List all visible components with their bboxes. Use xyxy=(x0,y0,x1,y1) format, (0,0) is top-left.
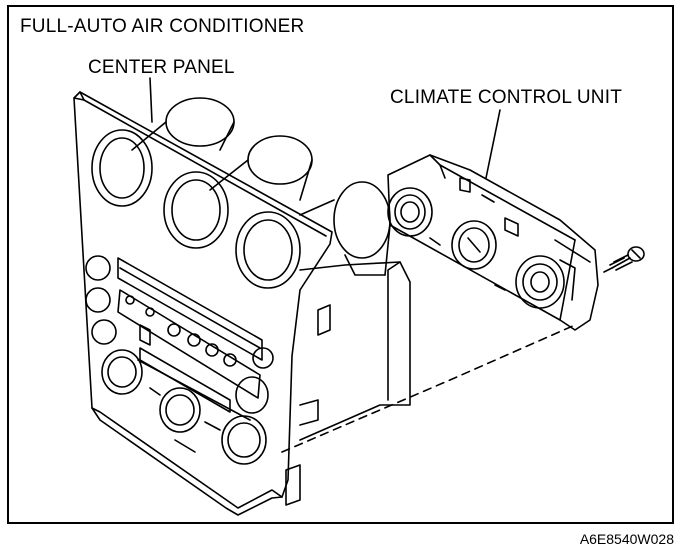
knob-left xyxy=(387,187,433,237)
center-panel-outline xyxy=(73,91,333,516)
figure-frame xyxy=(7,5,674,524)
knob-right xyxy=(515,255,565,309)
climate-openings xyxy=(101,349,269,465)
knob-center xyxy=(451,220,497,270)
mounting-screw xyxy=(603,246,645,273)
leader-lines xyxy=(149,77,501,179)
unit-housing xyxy=(387,154,599,331)
center-panel xyxy=(73,91,333,516)
vent-center xyxy=(163,171,229,249)
vent-left xyxy=(91,129,153,207)
vent-right xyxy=(235,211,301,289)
vent-openings xyxy=(91,129,301,289)
alignment-dashed-line xyxy=(281,324,576,453)
unit-knobs xyxy=(387,187,565,309)
air-vent-ducts xyxy=(131,97,391,276)
figure-code: A6E8540W028 xyxy=(579,531,674,547)
audio-section xyxy=(85,255,274,421)
climate-control-unit-leader xyxy=(485,109,501,179)
rear-housing xyxy=(285,261,411,506)
climate-control-unit xyxy=(387,154,599,331)
figure-title: FULL-AUTO AIR CONDITIONER xyxy=(20,16,305,37)
climate-control-unit-label: CLIMATE CONTROL UNIT xyxy=(390,87,623,108)
center-panel-label: CENTER PANEL xyxy=(88,57,235,78)
center-panel-leader xyxy=(149,77,153,123)
